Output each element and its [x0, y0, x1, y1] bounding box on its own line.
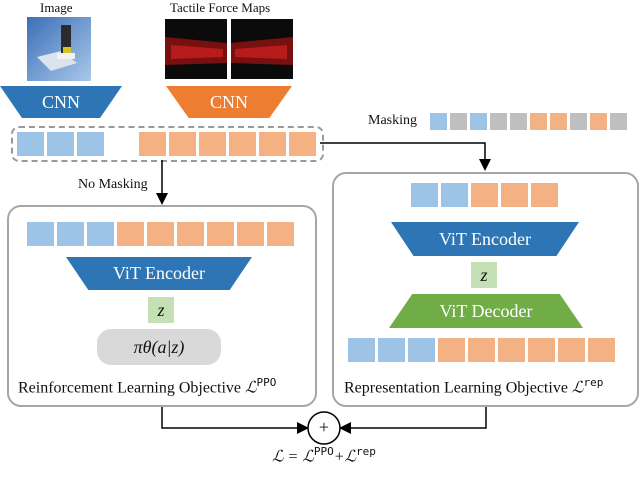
tactile-token	[169, 132, 196, 156]
tactile-token	[588, 338, 615, 362]
tactile-token	[528, 338, 555, 362]
tactile-token	[289, 132, 316, 156]
image-token	[378, 338, 405, 362]
sum-node: +	[318, 417, 330, 437]
rep-vit-encoder: ViT Encoder	[391, 222, 579, 256]
masked-sample-token	[470, 113, 487, 130]
masked-sample-token	[590, 113, 607, 130]
robot-image	[27, 17, 91, 81]
rep-latent-z: z	[471, 262, 497, 288]
tactile-token	[498, 338, 525, 362]
masked-sample-token	[570, 113, 587, 130]
image-token	[27, 222, 54, 246]
tactile-token	[267, 222, 294, 246]
image-token	[348, 338, 375, 362]
tactile-token	[468, 338, 495, 362]
image-token	[87, 222, 114, 246]
masked-sample-token	[550, 113, 567, 130]
tactile-token	[438, 338, 465, 362]
image-token	[17, 132, 44, 156]
tactile-token	[471, 183, 498, 207]
token-sequence	[11, 126, 324, 162]
rl-panel	[7, 205, 317, 407]
masking-label: Masking	[368, 113, 417, 128]
tactile-token	[501, 183, 528, 207]
tactile-token	[199, 132, 226, 156]
image-token	[57, 222, 84, 246]
tactile-label: Tactile Force Maps	[170, 0, 271, 15]
cnn-tactile-encoder: CNN	[166, 86, 292, 118]
image-token	[47, 132, 74, 156]
masked-sample-token	[510, 113, 527, 130]
rl-vit-encoder: ViT Encoder	[66, 257, 252, 290]
rep-objective: Representation Learning Objective ℒrep	[344, 376, 604, 397]
image-token	[441, 183, 468, 207]
tactile-map-right	[231, 19, 293, 79]
tactile-token	[531, 183, 558, 207]
no-masking-label: No Masking	[78, 177, 148, 192]
tactile-token	[229, 132, 256, 156]
total-loss: ℒ = ℒPPO+ℒrep	[272, 445, 376, 466]
rl-latent-z: z	[148, 297, 174, 323]
tactile-token	[177, 222, 204, 246]
tactile-token	[139, 132, 166, 156]
masked-sample-token	[430, 113, 447, 130]
masked-sample-token	[490, 113, 507, 130]
tactile-map-left	[165, 19, 227, 79]
rep-panel	[332, 172, 639, 407]
tactile-token	[207, 222, 234, 246]
rl-objective: Reinforcement Learning Objective ℒPPO	[18, 376, 277, 397]
image-label: Image	[40, 0, 73, 15]
policy-box: πθ(a|z)	[97, 329, 221, 365]
tactile-token	[147, 222, 174, 246]
tactile-token	[259, 132, 286, 156]
masked-sample-token	[530, 113, 547, 130]
image-token	[77, 132, 104, 156]
tactile-token	[237, 222, 264, 246]
image-token	[408, 338, 435, 362]
tactile-token	[117, 222, 144, 246]
rep-vit-decoder: ViT Decoder	[389, 294, 583, 328]
masked-sample-token	[610, 113, 627, 130]
masked-sample-token	[450, 113, 467, 130]
image-token	[411, 183, 438, 207]
cnn-image-encoder: CNN	[0, 86, 122, 118]
tactile-token	[558, 338, 585, 362]
